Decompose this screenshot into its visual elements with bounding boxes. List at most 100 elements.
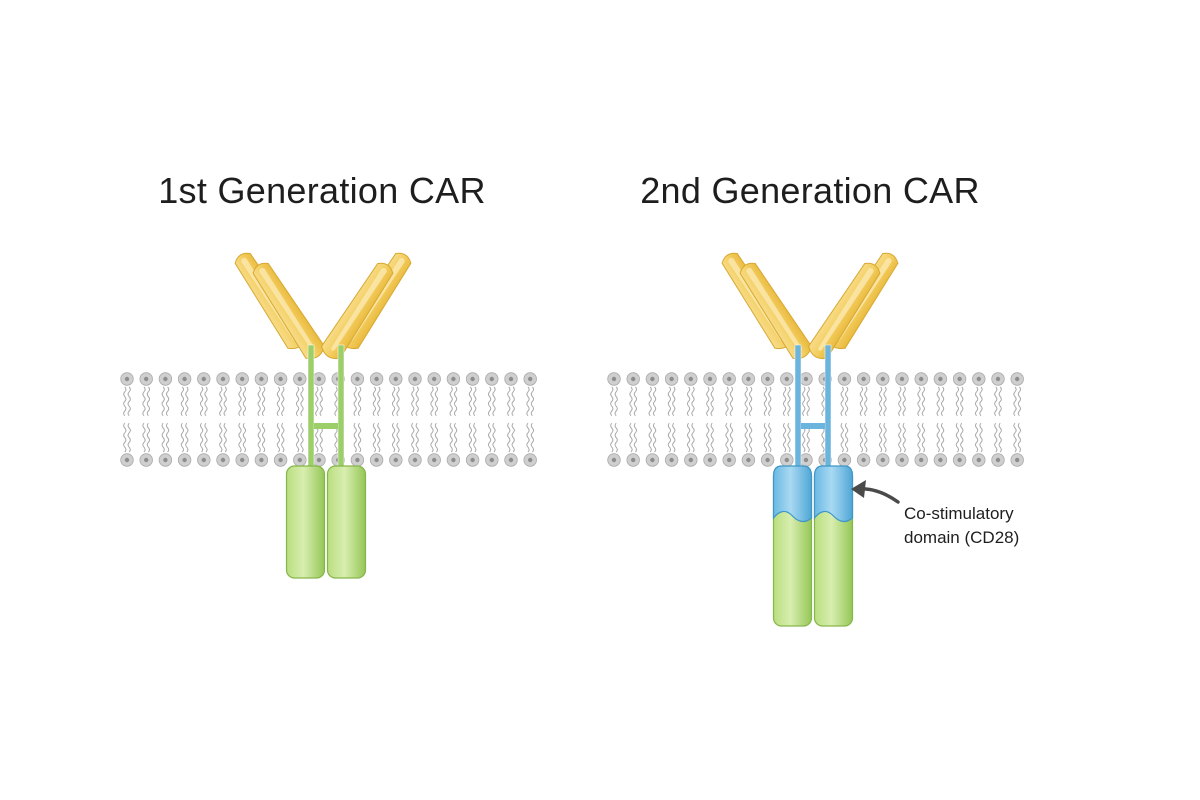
lipid-tail xyxy=(902,386,906,417)
lipid-tail xyxy=(610,422,614,453)
cd3z-domain-right xyxy=(326,465,367,579)
lipid-tail xyxy=(238,386,242,417)
lipid-tail xyxy=(526,422,530,453)
lipid-tail xyxy=(357,422,362,453)
lipid-tail xyxy=(768,422,772,453)
lipid-tail xyxy=(782,386,787,417)
lipid-tail xyxy=(300,386,304,417)
lipid-tail xyxy=(396,386,400,417)
lipid-tail xyxy=(667,422,672,453)
lipid-tail xyxy=(955,386,960,417)
lipid-tail xyxy=(898,422,902,453)
lipid-tail xyxy=(686,422,691,453)
lipid-tail xyxy=(844,422,849,453)
lipid-tail xyxy=(1017,422,1022,453)
lipid-tail xyxy=(449,422,453,453)
lipid-tail xyxy=(748,386,753,417)
hinge-tm-right xyxy=(824,344,832,469)
lipid-tail xyxy=(511,386,515,417)
lipid-tail xyxy=(185,386,189,417)
lipid-tail xyxy=(979,422,983,453)
lipid-tail xyxy=(257,386,261,417)
lipid-tail xyxy=(725,386,729,417)
lipid-tail xyxy=(802,386,806,417)
lipid-tail xyxy=(430,422,434,453)
lipid-tail xyxy=(127,422,131,453)
lipid-tail xyxy=(955,422,960,453)
lipid-tail xyxy=(667,386,672,417)
lipid-tail xyxy=(979,386,983,417)
lipid-tail xyxy=(372,386,377,417)
lipid-tail xyxy=(936,386,940,417)
lipid-tail xyxy=(878,422,883,453)
lipid-tail xyxy=(434,422,439,453)
lipid-tail xyxy=(415,386,419,417)
lipid-tail xyxy=(917,386,921,417)
lipid-tail xyxy=(610,386,614,417)
lipid-tail xyxy=(936,422,940,453)
lipid-tail xyxy=(487,386,492,417)
annotation-line-1: Co-stimulatory xyxy=(904,504,1014,523)
lipid-tail xyxy=(261,386,266,417)
lipid-tail xyxy=(902,422,906,453)
lipid-tail xyxy=(391,422,396,453)
lipid-tail xyxy=(180,386,185,417)
lipid-tail xyxy=(691,422,695,453)
lipid-tail xyxy=(898,386,902,417)
lipid-tail xyxy=(883,386,887,417)
lipid-tail xyxy=(219,386,223,417)
lipid-tail xyxy=(806,386,810,417)
lipid-tail xyxy=(123,422,127,453)
lipid-tail xyxy=(994,386,998,417)
lipid-tail xyxy=(921,386,926,417)
lipid-tail xyxy=(633,386,638,417)
lipid-tail xyxy=(526,386,530,417)
lipid-tail xyxy=(859,386,864,417)
cd28-costim-domain-left xyxy=(772,465,813,523)
lipid-tail xyxy=(1013,386,1017,417)
lipid-tail xyxy=(319,386,323,417)
first-generation-title: 1st Generation CAR xyxy=(158,170,486,211)
lipid-tail xyxy=(840,422,844,453)
lipid-tail xyxy=(411,422,415,453)
lipid-tail xyxy=(353,422,357,453)
lipid-tail xyxy=(763,386,768,417)
cd28-costim-domain-right xyxy=(813,465,854,523)
lipid-tail xyxy=(453,422,458,453)
lipid-tail xyxy=(127,386,131,417)
lipid-tail xyxy=(199,422,204,453)
lipid-tail xyxy=(242,422,247,453)
lipid-tail xyxy=(782,422,787,453)
lipid-tail xyxy=(998,422,1002,453)
lipid-tail xyxy=(940,386,945,417)
lipid-tail xyxy=(204,386,208,417)
annotation-arrow xyxy=(858,487,900,504)
lipid-tail xyxy=(648,386,652,417)
lipid-tail xyxy=(492,422,496,453)
disulfide-bridge xyxy=(801,423,825,429)
lipid-tail xyxy=(686,386,691,417)
lipid-tail xyxy=(453,386,458,417)
lipid-tail xyxy=(468,386,473,417)
lipid-tail xyxy=(998,386,1002,417)
lipid-tail xyxy=(334,386,338,417)
lipid-tail xyxy=(300,422,304,453)
lipid-tail xyxy=(411,386,415,417)
lipid-tail xyxy=(281,422,285,453)
lipid-tail xyxy=(146,386,151,417)
lipid-tail xyxy=(960,422,964,453)
lipid-tail xyxy=(204,422,208,453)
lipid-tail xyxy=(840,386,844,417)
lipid-tail xyxy=(473,422,477,453)
lipid-tail xyxy=(1013,422,1017,453)
lipid-tail xyxy=(940,422,945,453)
lipid-tail xyxy=(180,422,185,453)
lipid-tail xyxy=(434,386,439,417)
lipid-tail xyxy=(648,422,652,453)
lipid-tail xyxy=(629,386,633,417)
lipid-tail xyxy=(729,422,734,453)
lipid-tail xyxy=(787,386,791,417)
lipid-tail xyxy=(530,422,535,453)
lipid-tail xyxy=(492,386,496,417)
